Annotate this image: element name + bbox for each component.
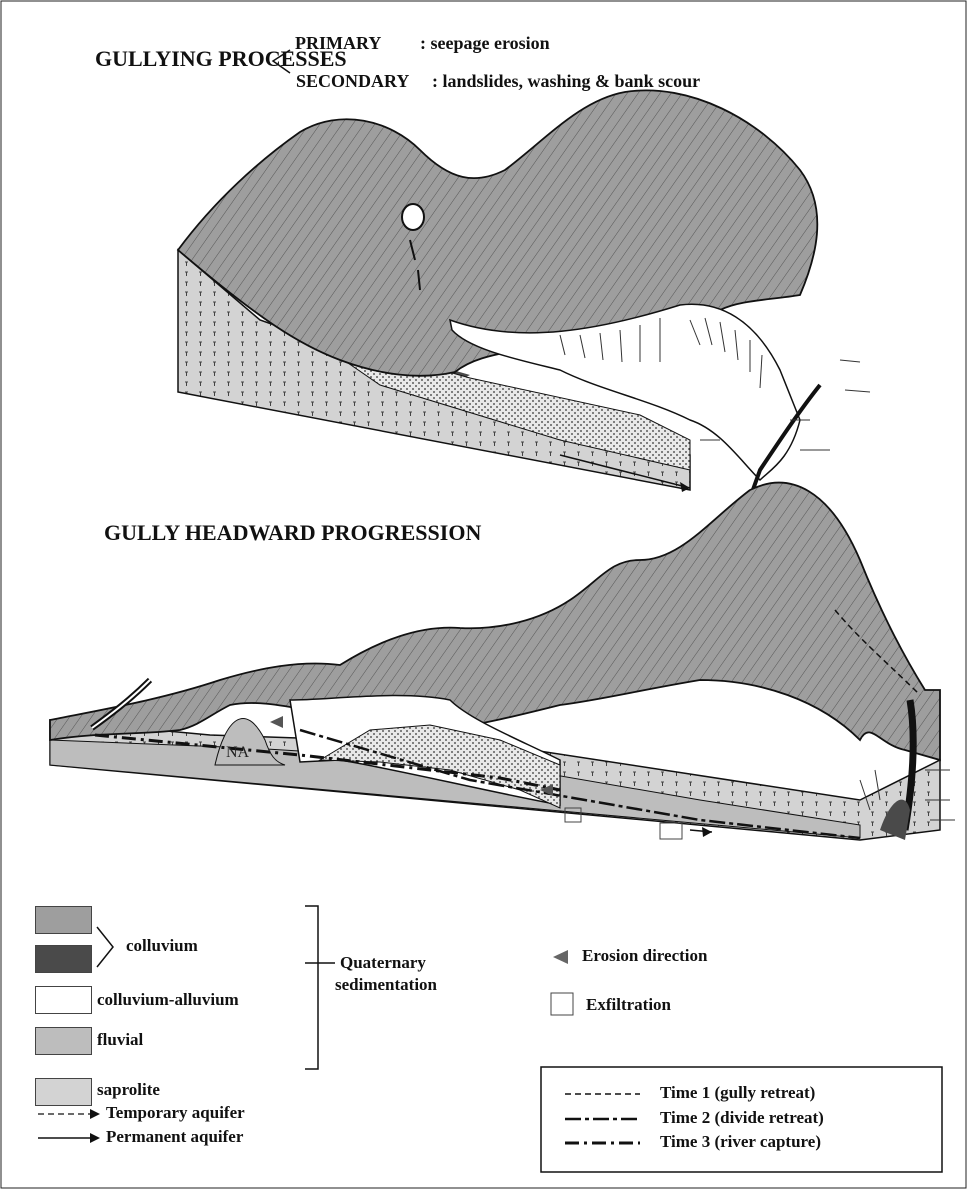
title-bracket (273, 50, 290, 73)
legend-quaternary-1: Quaternary (340, 953, 426, 973)
legend-temporary-aquifer: Temporary aquifer (106, 1103, 245, 1123)
swatch-saprolite (35, 1078, 92, 1106)
legend-quaternary-2: sedimentation (335, 975, 437, 995)
colluvium-bracket (97, 927, 113, 967)
swatch-colluvium (35, 906, 92, 934)
legend-colluvium-alluvium: colluvium-alluvium (97, 990, 239, 1010)
legend-exfiltration: Exfiltration (586, 995, 671, 1015)
quaternary-bracket (305, 906, 335, 1069)
legend-fluvial: fluvial (97, 1030, 143, 1050)
legend-time3: Time 3 (river capture) (660, 1132, 821, 1152)
top-seep-hole (402, 204, 424, 230)
swatch-colluvium-dark (35, 945, 92, 973)
legend-permanent-aquifer: Permanent aquifer (106, 1127, 243, 1147)
bottom-surface (50, 483, 940, 760)
na-label: NA (226, 744, 250, 761)
bottom-erosion-arrow-1 (270, 716, 283, 728)
legend-saprolite: saprolite (97, 1080, 160, 1100)
legend-time2: Time 2 (divide retreat) (660, 1108, 824, 1128)
exfiltration-square (551, 993, 573, 1015)
swatch-colluvium-alluvium (35, 986, 92, 1014)
top-block-diagram (178, 90, 870, 500)
legend-colluvium: colluvium (126, 936, 198, 956)
swatch-fluvial (35, 1027, 92, 1055)
legend-time1: Time 1 (gully retreat) (660, 1083, 815, 1103)
legend-erosion-direction: Erosion direction (582, 946, 707, 966)
erosion-direction-arrow (553, 950, 568, 964)
bottom-block-diagram: NA (50, 483, 955, 840)
bottom-exfiltration-box-2 (660, 823, 682, 839)
